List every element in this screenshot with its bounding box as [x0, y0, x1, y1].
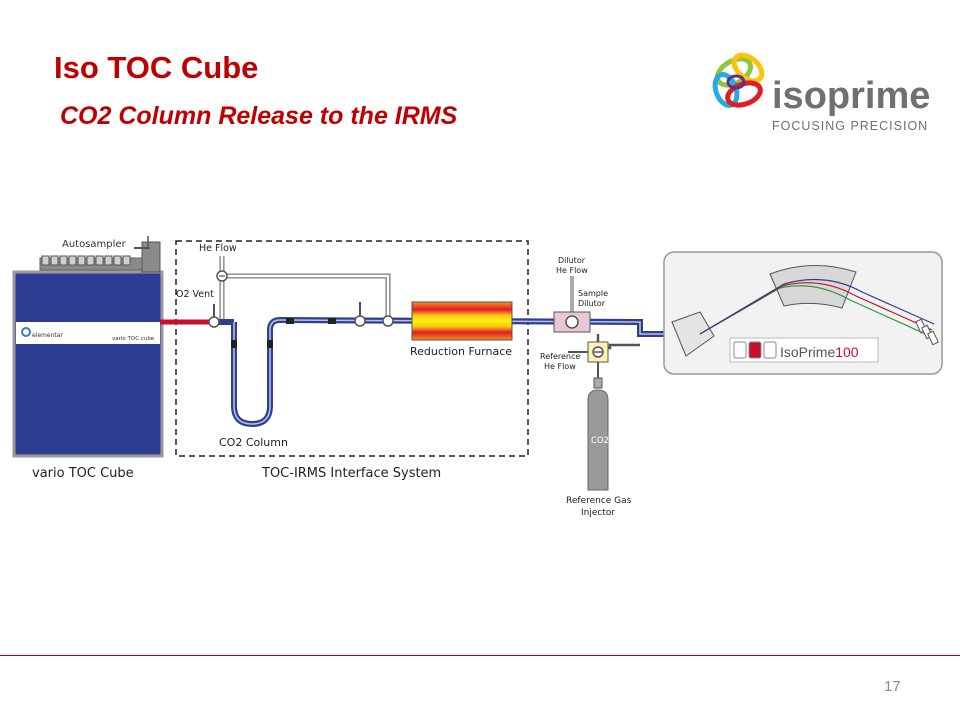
reference-he-flow-line2: He Flow: [544, 362, 576, 371]
reduction-furnace-label: Reduction Furnace: [410, 345, 512, 358]
reference-gas-injector: [568, 334, 640, 389]
isoprime-logo-tagline: FOCUSING PRECISION: [772, 119, 928, 133]
reference-gas-line2: Injector: [581, 508, 615, 518]
o2-vent-valve: [208, 304, 220, 328]
interface-boundary: [175, 240, 529, 457]
isoprime-logo: isoprime FOCUSING PRECISION: [712, 52, 930, 133]
sample-dilutor-line1: Sample: [578, 289, 608, 298]
valve-1: [354, 302, 366, 327]
vario-panel-text: vario TOC cube: [112, 336, 155, 342]
elementar-brand-text: elementar: [32, 332, 63, 339]
dilutor-he-flow-line2: He Flow: [556, 266, 588, 275]
isoprime-badge-name: IsoPrime: [780, 344, 835, 360]
reduction-furnace: [411, 301, 513, 341]
reference-he-flow-line1: Reference: [540, 352, 580, 361]
elementar-logo-icon: [21, 327, 31, 337]
footer-rule: [0, 655, 960, 656]
he-flow-inlet: [216, 270, 228, 282]
isoprime-badge-model: 100: [835, 344, 859, 360]
isoprime-irms: [663, 251, 943, 375]
toc-irms-schematic: elementar vario TOC cube Autosampler var…: [12, 236, 943, 518]
o2-vent-label: O2 Vent: [176, 289, 214, 300]
sample-dilutor-line2: Dilutor: [578, 299, 606, 308]
vario-toc-cube-label: vario TOC Cube: [32, 466, 134, 481]
dilutor-he-flow-line1: Dilutor: [558, 256, 586, 265]
he-flow-label: He Flow: [199, 243, 237, 254]
autosampler-label: Autosampler: [62, 239, 127, 250]
slide-subtitle: CO2 Column Release to the IRMS: [60, 102, 458, 130]
isoprime-logo-mark: [712, 52, 765, 108]
interface-label: TOC-IRMS Interface System: [261, 466, 441, 481]
reference-gas-line1: Reference Gas: [566, 496, 632, 506]
column-fittings: [231, 318, 336, 348]
page-number: 17: [884, 678, 901, 695]
co2-cylinder-label: CO2: [591, 436, 609, 446]
slide-title: Iso TOC Cube: [54, 50, 259, 85]
autosampler: Autosampler: [39, 236, 161, 273]
isoprime-logo-brand: isoprime: [772, 75, 930, 117]
co2-cylinder: [587, 389, 609, 491]
vario-toc-cube: elementar vario TOC cube: [12, 270, 164, 458]
co2-column-label: CO2 Column: [219, 436, 288, 449]
svg-text:IsoPrime100: IsoPrime100: [780, 344, 859, 360]
sample-dilutor: [553, 276, 591, 333]
valve-2: [382, 315, 394, 327]
